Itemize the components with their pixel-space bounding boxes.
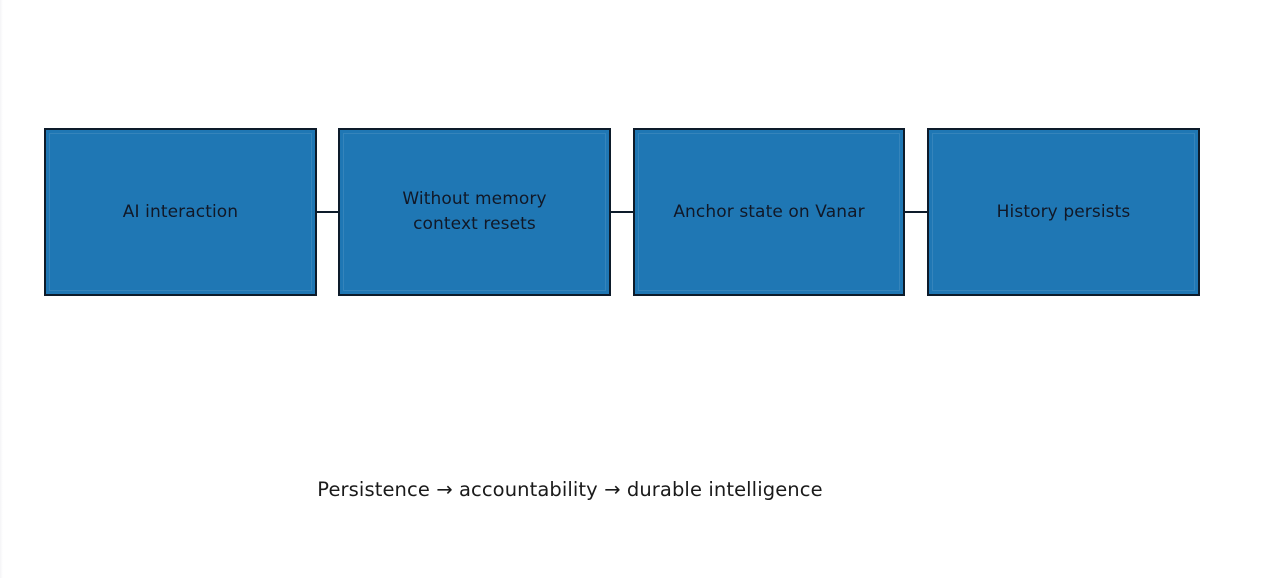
diagram-caption: Persistence → accountability → durable i… xyxy=(317,478,823,501)
flow-node-label: Without memory context resets xyxy=(402,189,547,234)
flow-chain: AI interaction Without memory context re… xyxy=(44,128,1200,296)
flow-node-label: AI interaction xyxy=(122,201,239,222)
flow-connector-2 xyxy=(611,211,633,213)
flow-node-without-memory[interactable]: Without memory context resets xyxy=(338,128,611,296)
flow-node-history-persists[interactable]: History persists xyxy=(927,128,1200,296)
flow-connector-3 xyxy=(905,211,927,213)
flow-node-anchor-state[interactable]: Anchor state on Vanar xyxy=(633,128,905,296)
flow-node-label: Anchor state on Vanar xyxy=(673,201,865,222)
flow-node-label: History persists xyxy=(996,201,1131,222)
flow-connector-1 xyxy=(317,211,338,213)
flow-node-ai-interaction[interactable]: AI interaction xyxy=(44,128,317,296)
